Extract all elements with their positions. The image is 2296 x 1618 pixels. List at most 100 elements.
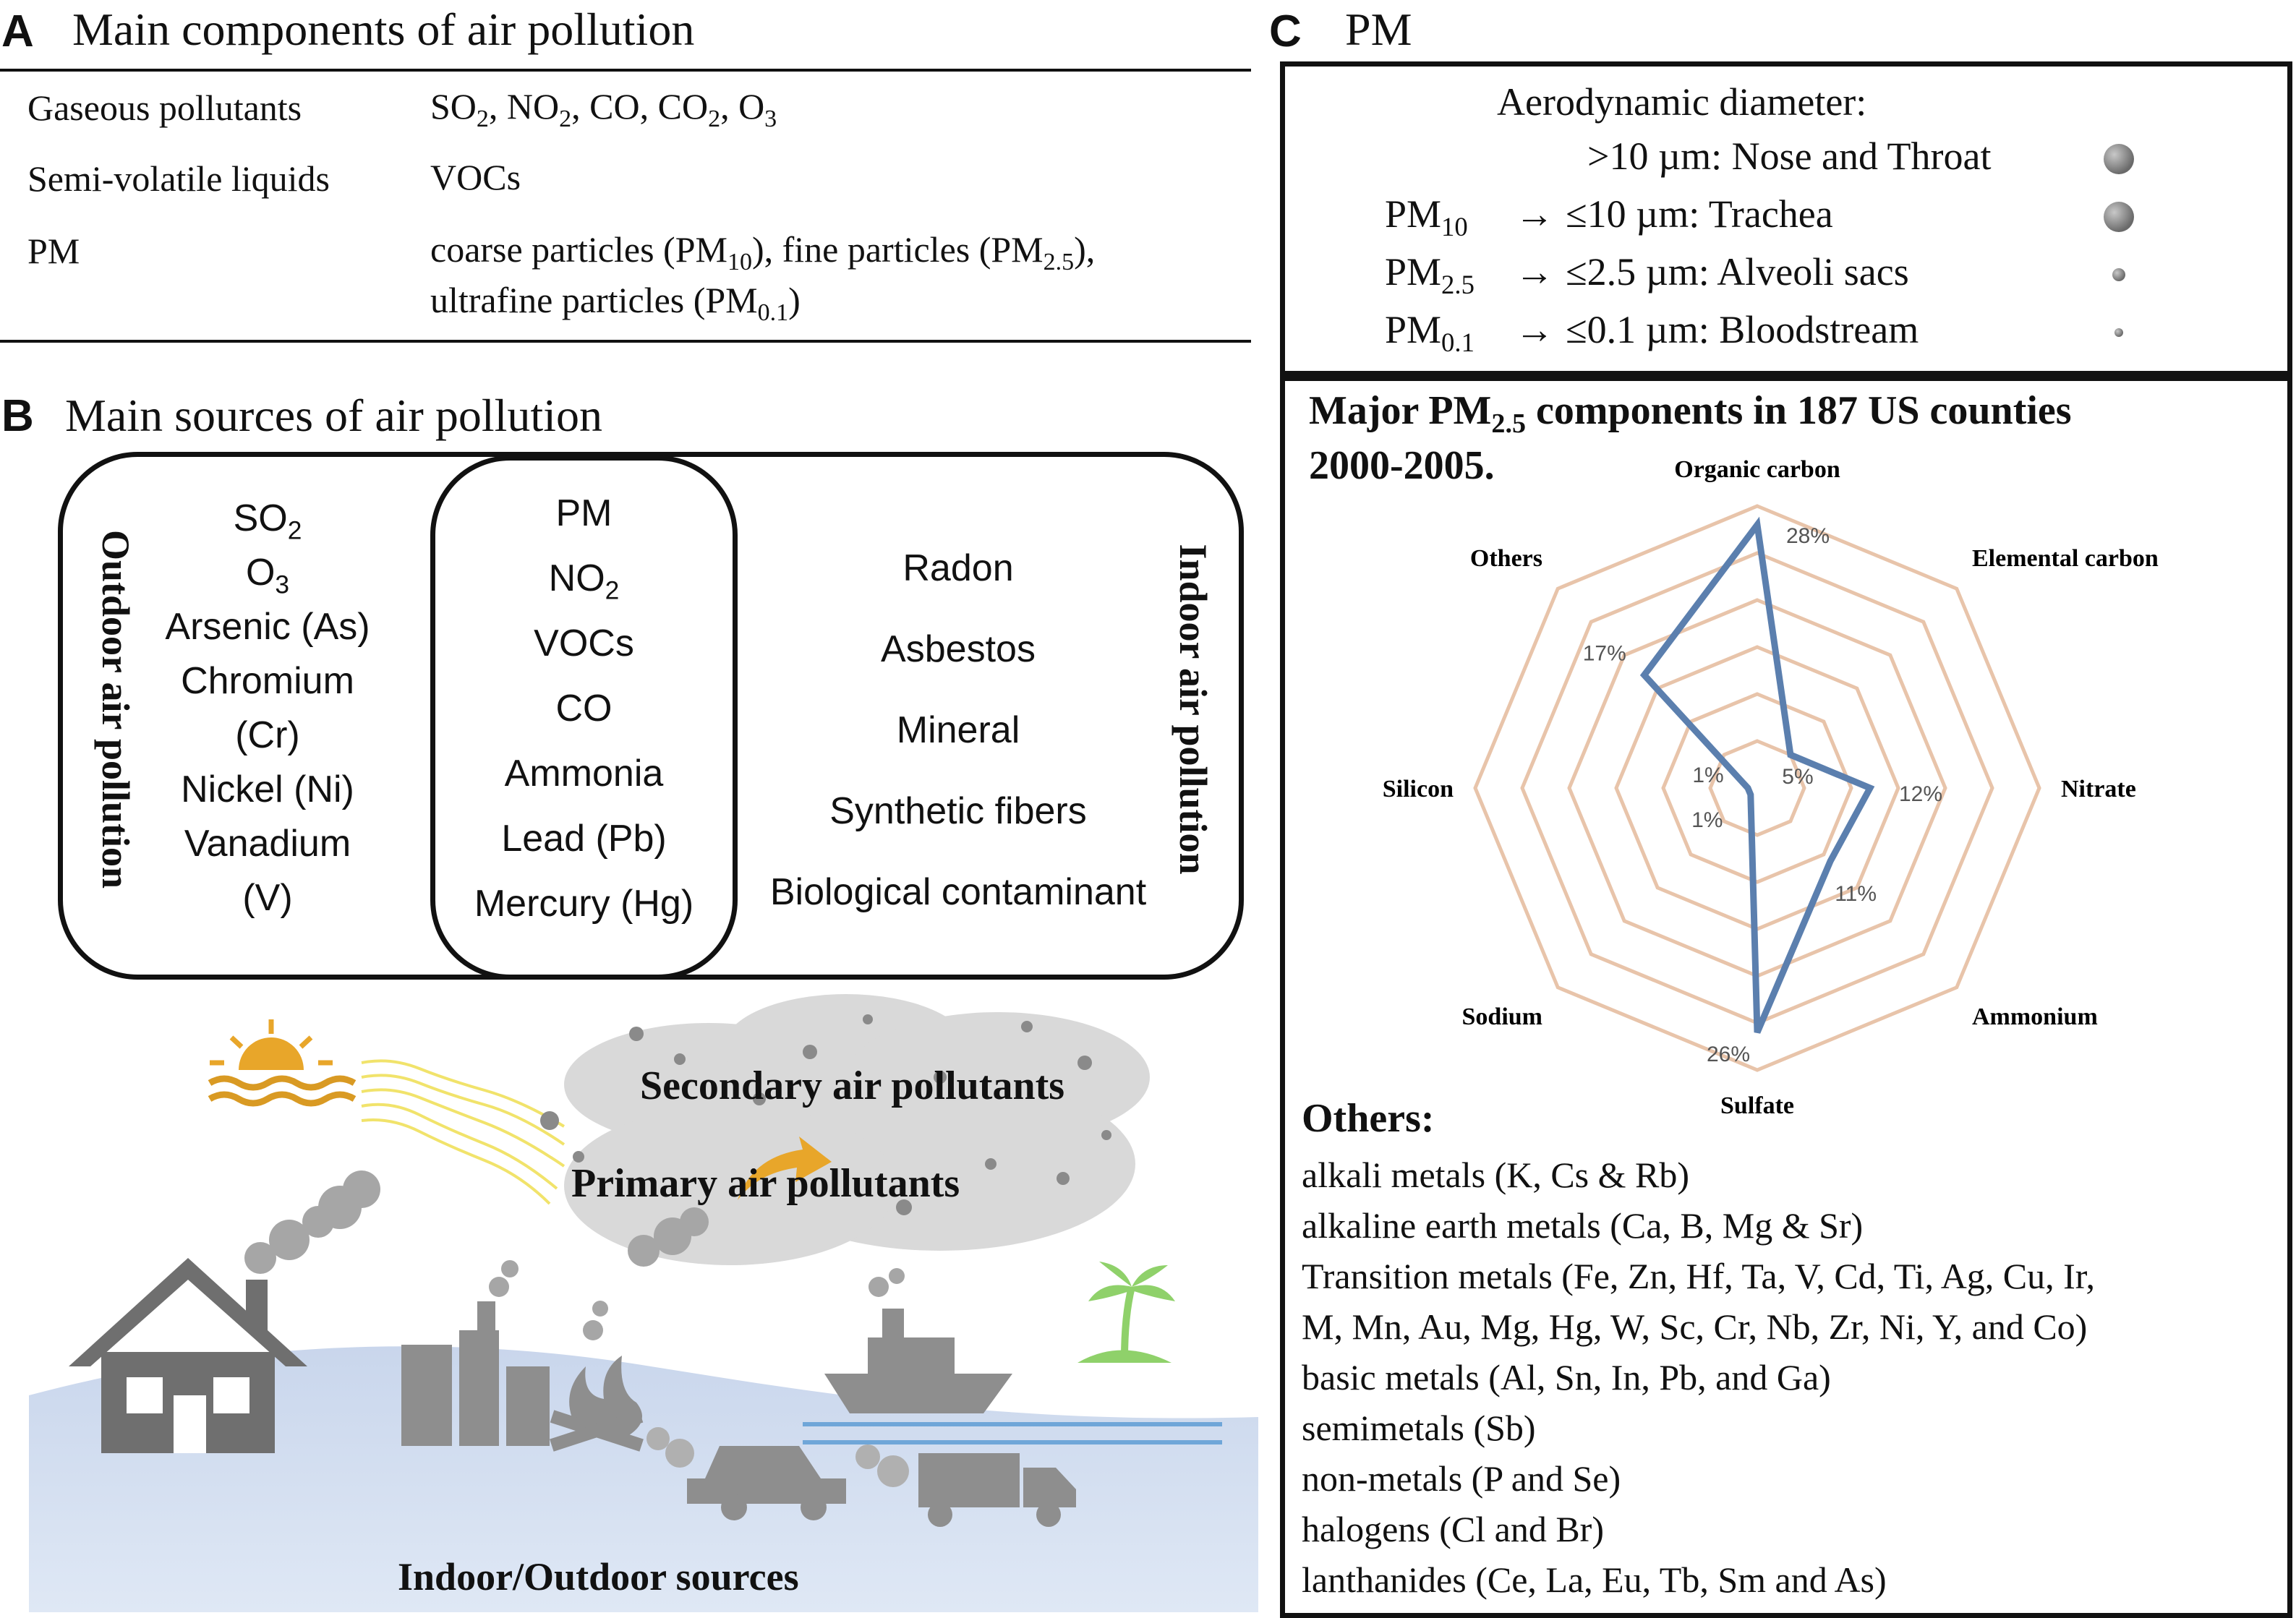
radar-grid-ring bbox=[1661, 692, 1853, 884]
house-icon bbox=[69, 1258, 307, 1453]
others-list-item: basic metals (Al, Sn, In, Pb, and Ga) bbox=[1302, 1357, 1831, 1397]
pollution-illustration bbox=[29, 994, 1258, 1612]
indoor-air-pollution-label: Indoor air pollution bbox=[1172, 544, 1215, 875]
radar-value-label: 11% bbox=[1835, 882, 1877, 906]
pollutant-item: Vanadium bbox=[184, 823, 351, 865]
others-heading: Others: bbox=[1302, 1096, 1435, 1141]
particle-size-box bbox=[1280, 61, 2292, 376]
pollutant-item: SO2 bbox=[233, 497, 302, 545]
radar-category-label: Organic carbon bbox=[1674, 456, 1840, 483]
deposition-site: ≤2.5 µm: Alveoli sacs bbox=[1566, 250, 1909, 294]
radar-value-label: 12% bbox=[1899, 782, 1942, 806]
particle-icon bbox=[2104, 202, 2134, 232]
radar-value-label: 5% bbox=[1782, 765, 1813, 789]
radar-chart-title: Major PM2.5 components in 187 US countie… bbox=[1309, 388, 2072, 488]
pollutant-item: Radon bbox=[902, 547, 1014, 589]
pollutant-item: Nickel (Ni) bbox=[181, 769, 354, 810]
component-category: PM bbox=[27, 231, 80, 271]
city-buildings-icon bbox=[401, 1260, 550, 1446]
waves-icon bbox=[803, 1422, 1222, 1444]
pollutant-item: PM bbox=[555, 492, 613, 534]
panel-c-title: PM bbox=[1345, 4, 1412, 55]
pollutant-item: Ammonia bbox=[504, 753, 664, 795]
pollutant-item: Asbestos bbox=[881, 628, 1036, 670]
panel-b-letter: B bbox=[1, 391, 34, 441]
secondary-pollutants-label: Secondary air pollutants bbox=[640, 1063, 1065, 1108]
component-examples: coarse particles (PM10), fine particles … bbox=[430, 229, 1096, 326]
others-list: alkali metals (K, Cs & Rb) alkaline earth… bbox=[1302, 1150, 2095, 1605]
pm-size-class: PM10 bbox=[1385, 192, 1468, 241]
aerodynamic-diameter-heading: Aerodynamic diameter: bbox=[1497, 80, 1867, 124]
deposition-site: >10 µm: Nose and Throat bbox=[1587, 134, 1992, 178]
radar-category-label: Others bbox=[1470, 545, 1542, 572]
car-icon bbox=[646, 1427, 846, 1520]
arrow-icon: → bbox=[1515, 308, 1554, 351]
radar-category-label: Nitrate bbox=[2061, 776, 2136, 802]
component-examples: VOCs bbox=[430, 157, 521, 197]
pollutant-item: Chromium bbox=[181, 660, 354, 702]
palm-island-icon bbox=[1077, 1262, 1175, 1363]
radar-grid-ring bbox=[1473, 504, 2041, 1072]
pollutant-item: (V) bbox=[242, 877, 293, 919]
pollutant-item: Biological contaminant bbox=[769, 871, 1147, 913]
arrow-icon: → bbox=[1515, 192, 1554, 236]
pollutant-item: (Cr) bbox=[235, 714, 300, 756]
others-list-item: alkali metals (K, Cs & Rb) bbox=[1302, 1155, 1690, 1195]
radar-category-label: Sulfate bbox=[1720, 1092, 1794, 1119]
radar-value-label: 28% bbox=[1786, 524, 1830, 548]
others-list-item: Transition metals (Fe, Zn, Hf, Ta, V, Cd… bbox=[1302, 1256, 2095, 1296]
panel-a-bottom-rule bbox=[0, 340, 1251, 343]
primary-pollutants-label: Primary air pollutants bbox=[571, 1161, 960, 1206]
particle-icon bbox=[2114, 328, 2123, 337]
pm-size-class: PM0.1 bbox=[1385, 308, 1475, 357]
sources-label: Indoor/Outdoor sources bbox=[398, 1555, 799, 1598]
others-list-item: M, Mn, Au, Mg, Hg, W, Sc, Cr, Nb, Zr, Ni… bbox=[1302, 1306, 2088, 1347]
pollutant-item: Mineral bbox=[896, 709, 1020, 751]
radar-category-label: Elemental carbon bbox=[1972, 545, 2159, 572]
pollutant-item: Synthetic fibers bbox=[829, 790, 1087, 832]
panel-a-top-rule bbox=[0, 69, 1251, 72]
others-list-item: non-metals (P and Se) bbox=[1302, 1458, 1621, 1499]
radar-category-label: Silicon bbox=[1383, 776, 1454, 802]
others-list-item: lanthanides (Ce, La, Eu, Tb, Sm and As) bbox=[1302, 1559, 1887, 1600]
others-list-item: halogens (Cl and Br) bbox=[1302, 1509, 1604, 1549]
ship-icon bbox=[824, 1268, 1012, 1413]
radar-grid-ring bbox=[1708, 739, 1806, 837]
campfire-icon bbox=[550, 1301, 644, 1452]
pm25-components-box bbox=[1280, 376, 2292, 1618]
pollutant-item: VOCs bbox=[534, 622, 634, 664]
radar-value-label: 17% bbox=[1583, 642, 1626, 666]
pm25-radar-chart: 28% 5% 12% 11% 26% 1% 1% 17% Organic carbonEleme… bbox=[1383, 456, 2159, 1119]
radar-value-label: 1% bbox=[1691, 808, 1723, 832]
pollutant-item: Arsenic (As) bbox=[165, 606, 370, 648]
truck-icon bbox=[855, 1444, 1076, 1527]
smoke-plume bbox=[244, 1170, 709, 1274]
panel-c-letter: C bbox=[1269, 7, 1302, 56]
pm-size-class: PM2.5 bbox=[1385, 250, 1475, 299]
arrow-icon: → bbox=[1515, 250, 1554, 294]
panel-b-title: Main sources of air pollution bbox=[65, 390, 602, 441]
radar-series-line bbox=[1639, 516, 1875, 1034]
component-category: Semi-volatile liquids bbox=[27, 158, 330, 199]
sunlight-rays bbox=[361, 1059, 566, 1205]
panel-a-title: Main components of air pollution bbox=[72, 4, 695, 55]
pollutant-item: Lead (Pb) bbox=[501, 818, 667, 860]
shared-sources-box bbox=[430, 455, 738, 980]
particle-icon bbox=[2104, 144, 2134, 174]
radar-value-label: 26% bbox=[1707, 1043, 1750, 1066]
others-list-item: alkaline earth metals (Ca, B, Mg & Sr) bbox=[1302, 1205, 1864, 1246]
particle-icon bbox=[2112, 268, 2125, 281]
radar-category-label: Sodium bbox=[1462, 1003, 1543, 1030]
component-examples: SO2, NO2, CO, CO2, O3 bbox=[430, 86, 777, 132]
pollutant-item: O3 bbox=[245, 552, 290, 599]
radar-value-label: 1% bbox=[1692, 763, 1723, 787]
component-category: Gaseous pollutants bbox=[27, 87, 302, 128]
transformation-arrow bbox=[738, 1137, 832, 1200]
sun-icon bbox=[208, 1019, 357, 1107]
radar-category-label: Ammonium bbox=[1972, 1003, 2098, 1030]
pollutant-item: NO2 bbox=[548, 557, 620, 605]
pollution-cloud bbox=[564, 994, 1150, 1265]
